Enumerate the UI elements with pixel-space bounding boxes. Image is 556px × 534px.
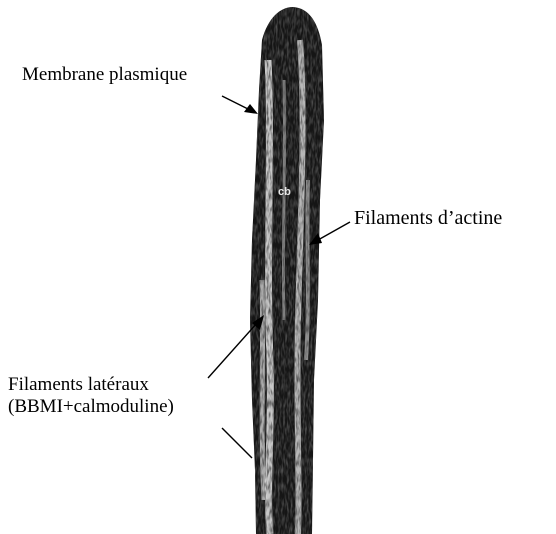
filaments-lateraux-label: Filaments latéraux (BBMI+calmoduline)	[8, 374, 174, 418]
membrane-plasmique-label: Membrane plasmique	[22, 64, 187, 86]
lateraux-pointer-lower	[222, 428, 252, 458]
membrane-pointer	[222, 96, 258, 114]
filaments-lateraux-line2: (BBMI+calmoduline)	[8, 396, 174, 418]
filaments-lateraux-line1: Filaments latéraux	[8, 374, 174, 396]
core-bundle-tag: cb	[278, 186, 291, 198]
microvillus-body	[240, 0, 340, 534]
filaments-actine-label: Filaments d’actine	[354, 207, 502, 229]
